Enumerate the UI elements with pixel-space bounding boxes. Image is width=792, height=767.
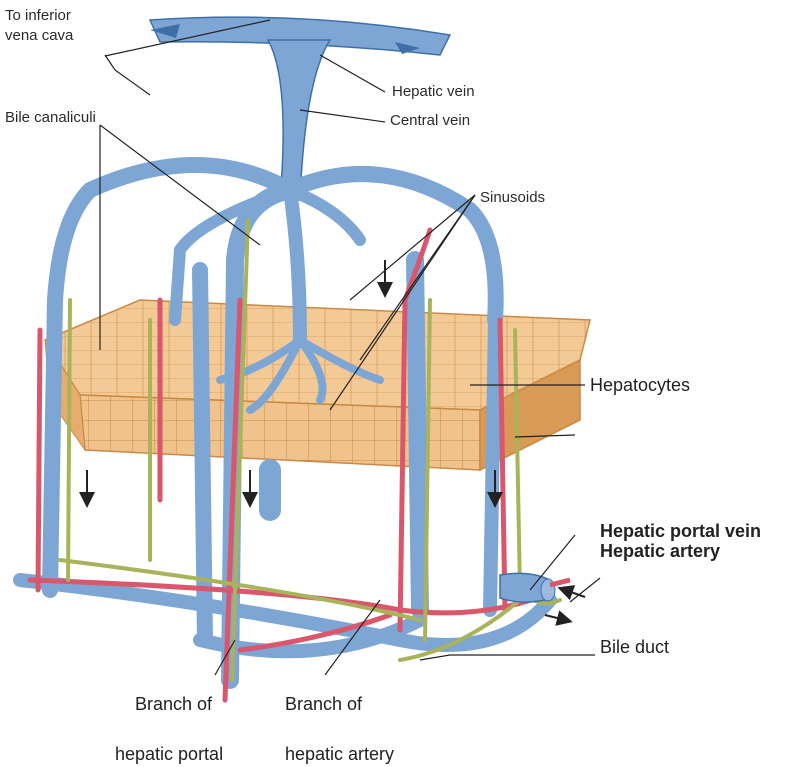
label-sinusoids: Sinusoids	[480, 188, 545, 208]
label-hepatic-artery: Hepatic artery	[600, 540, 720, 562]
label-inferior-vena-cava: To inferior vena cava	[5, 6, 125, 46]
label-hepatic-vein: Hepatic vein	[392, 82, 475, 102]
label-branch-artery-line2: hepatic artery	[285, 743, 394, 765]
label-hepatic-portal-vein: Hepatic portal vein	[600, 520, 761, 542]
portal-vein-end	[500, 573, 570, 602]
label-bile-duct: Bile duct	[600, 636, 669, 658]
label-branch-portal-line1: Branch of	[135, 693, 212, 715]
label-bile-canaliculi: Bile canaliculi	[5, 108, 96, 128]
label-branch-artery-line1: Branch of	[285, 693, 362, 715]
label-central-vein: Central vein	[390, 111, 470, 131]
label-branch-portal-line2: hepatic portal	[115, 743, 223, 765]
label-hepatocytes: Hepatocytes	[590, 374, 690, 396]
